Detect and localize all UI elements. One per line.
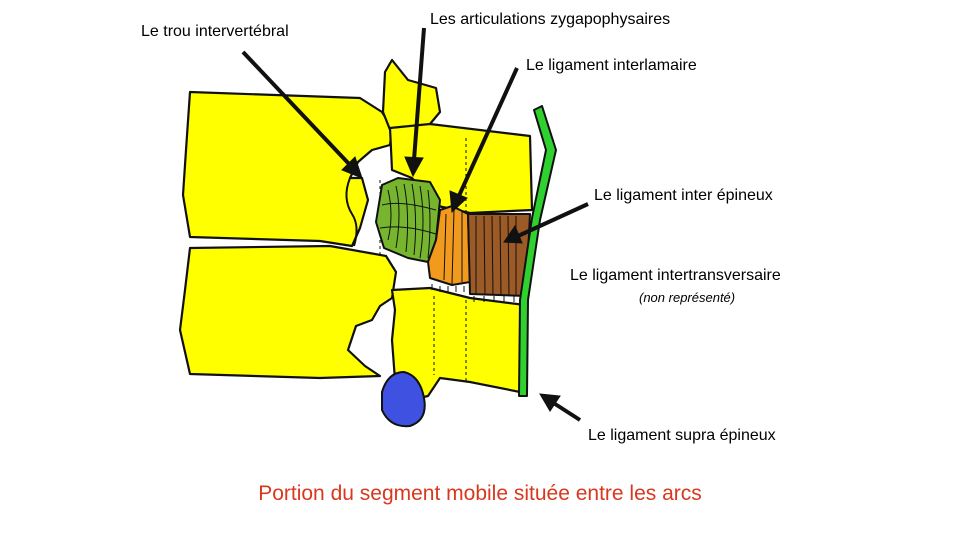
interlaminar-ligament — [427, 205, 471, 286]
intervertebral-foramen — [345, 177, 358, 247]
label-interspinous-ligament: Le ligament inter épineux — [594, 187, 773, 204]
label-foramen: Le trou intervertébral — [141, 23, 289, 40]
pointer-arrows — [241, 27, 589, 422]
label-interlaminar-ligament: Le ligament interlamaire — [526, 57, 697, 74]
label-intertransverse-note: (non représenté) — [639, 290, 736, 305]
label-intertransverse-ligament: Le ligament intertransversaire — [570, 267, 781, 284]
lower-vertebral-body — [178, 244, 398, 380]
lower-posterior-arch — [390, 286, 527, 402]
interlaminar-ligament-texture — [443, 209, 463, 285]
supraspinous-ligament — [518, 105, 557, 397]
slide-caption: Portion du segment mobile située entre l… — [258, 482, 702, 505]
upper-vertebral-body — [181, 90, 394, 248]
interspinous-ligament — [467, 213, 531, 297]
zygapophyseal-joint-texture — [379, 183, 437, 259]
label-zygapophyseal-joints: Les articulations zygapophysaires — [430, 11, 671, 28]
ligament-fringe — [431, 284, 515, 302]
blue-structure — [381, 370, 426, 428]
label-supraspinous-ligament: Le ligament supra épineux — [588, 427, 776, 444]
